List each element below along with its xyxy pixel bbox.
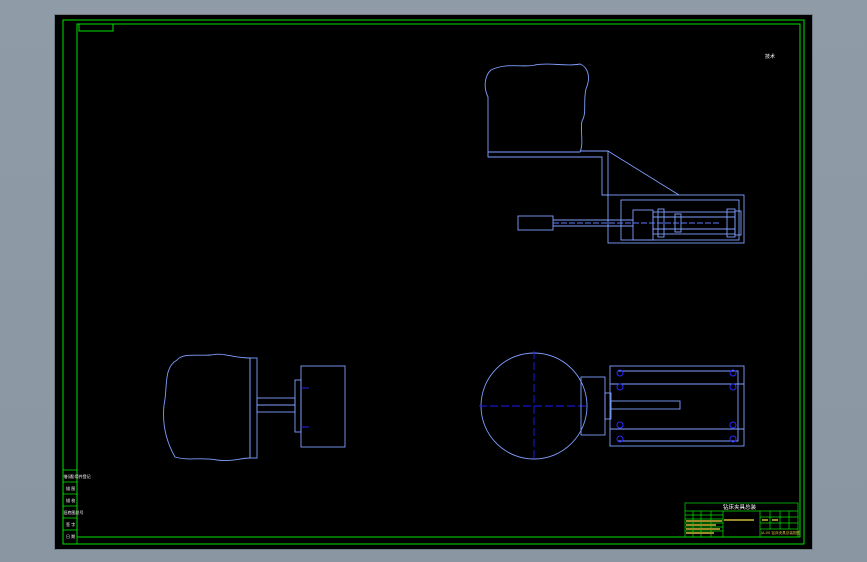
hole-1: [616, 369, 624, 377]
top-left-tag: [78, 24, 114, 32]
drawing-sheet: 技术 借(通)用件登记 描 图 描 校 旧底图总号 签 字 日 期: [62, 19, 805, 545]
upper-workpiece-outline: [484, 63, 589, 153]
side-plate: [249, 357, 258, 459]
hole-5: [729, 369, 737, 377]
title-block-code: JA-00 钻床夹具总装配图: [760, 530, 801, 535]
side-workpiece-outline: [163, 353, 251, 461]
base-plate-inner: [618, 370, 739, 442]
cad-drawing-canvas[interactable]: 技术 借(通)用件登记 描 图 描 校 旧底图总号 签 字 日 期: [55, 15, 812, 549]
left-strip: [62, 469, 78, 545]
hole-6: [729, 383, 737, 391]
hole-8: [729, 435, 737, 443]
plan-rod: [610, 400, 681, 410]
rear-flange: [726, 208, 736, 238]
hole-4: [616, 435, 624, 443]
clamp-jaw: [517, 215, 554, 231]
hole-3: [616, 421, 624, 429]
cylinder-housing: [607, 194, 745, 244]
sheet-border: [62, 19, 805, 545]
strip-label-3: 描 校: [66, 497, 75, 503]
title-block-fill-text: [686, 519, 778, 534]
side-view: [163, 353, 346, 461]
mounting-holes: [616, 369, 737, 443]
left-strip-labels: 借(通)用件登记 描 图 描 校 旧底图总号 签 字 日 期: [64, 473, 91, 539]
title-block-heading: 钻床夹具总装: [723, 503, 757, 511]
strip-label-5: 签 字: [66, 521, 75, 527]
upper-view: [484, 63, 745, 244]
bent-arm: [487, 150, 609, 196]
strip-label-2: 描 图: [66, 485, 75, 491]
strip-label-4: 旧底图总号: [64, 509, 84, 515]
rear-mount: [734, 210, 742, 236]
plan-view: [479, 351, 745, 461]
strip-label-1: 借(通)用件登记: [64, 473, 91, 479]
gusset-line: [607, 150, 680, 196]
strip-label-6: 日 期: [66, 533, 75, 539]
corner-note: 技术: [765, 53, 775, 60]
base-plate: [609, 365, 745, 447]
inner-border: [76, 23, 801, 538]
outer-border: [62, 19, 805, 545]
side-block: [300, 365, 346, 448]
hole-7: [729, 421, 737, 429]
title-block-frame: [684, 502, 799, 538]
cylinder-end-cap: [632, 209, 654, 241]
side-flange: [294, 379, 302, 433]
left-strip-box: [62, 469, 78, 545]
hole-2: [616, 383, 624, 391]
